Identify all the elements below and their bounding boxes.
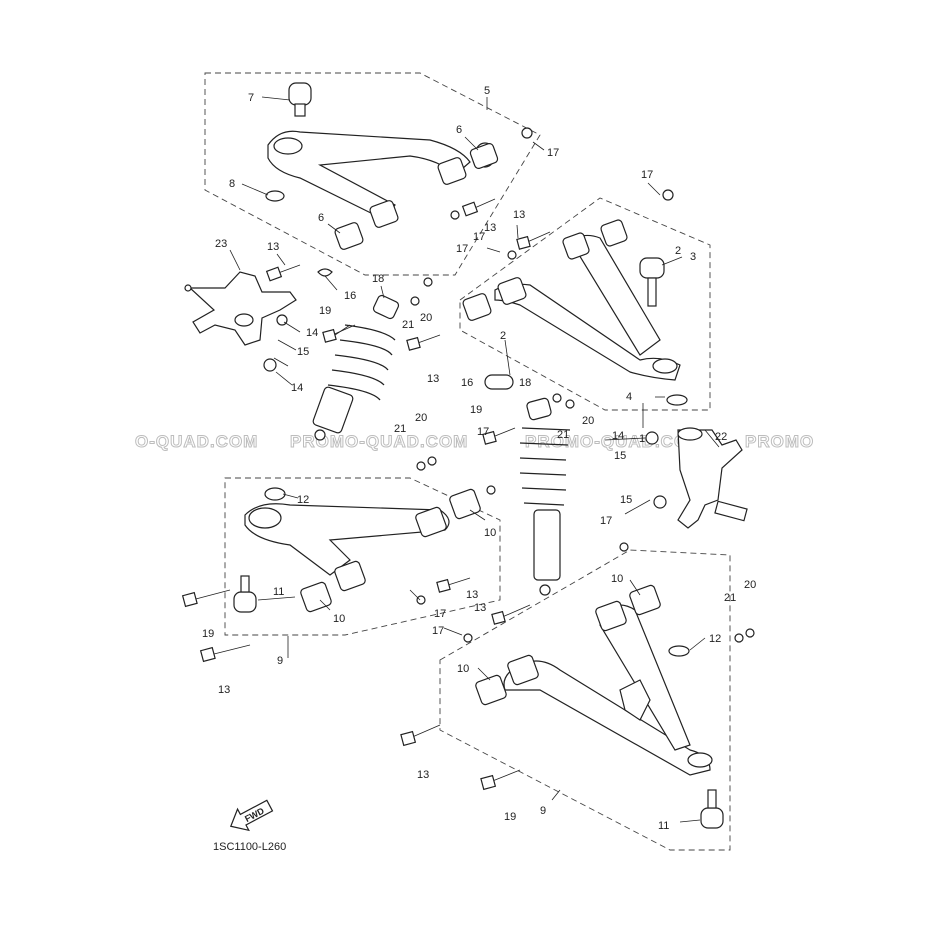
callout-20a: 20 [420, 312, 432, 324]
callout-21d: 21 [557, 429, 569, 441]
upper-left-bolts [265, 198, 496, 282]
upper-left-arm-outline [204, 72, 541, 276]
upper-left-a-arm [267, 127, 533, 250]
callout-21a: 21 [402, 319, 414, 331]
callout-12b: 12 [709, 633, 721, 645]
callout-17f: 17 [600, 515, 612, 527]
callout-15a: 15 [297, 346, 309, 358]
callout-2a: 2 [675, 245, 681, 257]
callout-13f: 13 [218, 684, 230, 696]
callout-10a: 10 [484, 527, 496, 539]
forward-arrow: FWD [229, 799, 274, 832]
drawing-code: 1SC1100-L260 [213, 841, 286, 853]
lower-left-ball-joint [233, 575, 257, 613]
callout-3: 3 [690, 251, 696, 263]
callout-numbers: 1 2 2 3 4 5 6 6 7 8 9 9 10 10 10 10 11 1… [202, 85, 756, 832]
upper-right-arm-outline [459, 197, 711, 411]
callout-15b: 15 [614, 450, 626, 462]
lower-left-a-arm [244, 485, 496, 613]
callout-13b: 13 [484, 222, 496, 234]
callout-10c: 10 [611, 573, 623, 585]
callout-22: 22 [715, 431, 727, 443]
lower-right-bolts [400, 724, 521, 791]
watermark-text-4: PROMO [745, 432, 814, 451]
callout-18b: 18 [519, 377, 531, 389]
callout-4: 4 [626, 391, 632, 403]
callout-15c: 15 [620, 494, 632, 506]
callout-16a: 16 [344, 290, 356, 302]
watermark-text-1: O-QUAD.COM [135, 432, 258, 451]
callout-13g: 13 [417, 769, 429, 781]
callout-6b: 6 [318, 212, 324, 224]
group-outlines [204, 72, 731, 851]
callout-17c: 17 [641, 169, 653, 181]
lower-right-a-arm [463, 542, 755, 776]
callout-11a: 11 [273, 586, 284, 598]
callout-20b: 20 [415, 412, 427, 424]
callout-14c: 14 [612, 430, 624, 442]
callout-14a: 14 [306, 327, 318, 339]
callout-2b: 2 [500, 330, 506, 342]
callout-19b: 19 [470, 404, 482, 416]
upper-ball-joint [265, 82, 312, 202]
callout-23: 23 [215, 238, 227, 250]
upper-right-ball-joint [639, 257, 688, 406]
lower-left-bolts [181, 231, 551, 663]
callout-14b: 14 [291, 382, 303, 394]
right-shock-absorber [484, 374, 575, 596]
callout-20d: 20 [582, 415, 594, 427]
lower-right-arm-outline [439, 549, 731, 851]
watermark-text-2: PROMO-QUAD.COM [290, 432, 468, 451]
callout-17e: 17 [477, 426, 489, 438]
callout-18a: 18 [372, 273, 384, 285]
callout-10b: 10 [333, 613, 345, 625]
callout-13h: 13 [474, 602, 486, 614]
callout-10d: 10 [457, 663, 469, 675]
left-steering-knuckle [184, 271, 297, 372]
right-steering-knuckle [645, 427, 748, 529]
callout-11b: 11 [658, 820, 669, 832]
callout-19e: 19 [504, 811, 516, 823]
callout-13e: 13 [466, 589, 478, 601]
callout-17d: 17 [473, 231, 485, 243]
callout-21c: 21 [724, 592, 736, 604]
callout-9b: 9 [540, 805, 546, 817]
callout-19c: 19 [202, 628, 214, 640]
callout-17b: 17 [456, 243, 468, 255]
callout-13d: 13 [427, 373, 439, 385]
callout-17g: 17 [434, 608, 446, 620]
left-shock-absorber [312, 277, 433, 441]
callout-1: 1 [639, 433, 645, 445]
callout-6a: 6 [456, 124, 462, 136]
callout-20c: 20 [744, 579, 756, 591]
callout-7: 7 [248, 92, 254, 104]
callout-13a: 13 [267, 241, 279, 253]
callout-19a: 19 [319, 305, 331, 317]
callout-9a: 9 [277, 655, 283, 667]
leader-lines [229, 96, 720, 823]
callout-16b: 16 [461, 377, 473, 389]
callout-5: 5 [484, 85, 490, 97]
lower-right-ball-joint [700, 789, 724, 829]
upper-right-a-arm [462, 189, 681, 381]
callout-13c: 13 [513, 209, 525, 221]
callout-17h: 17 [432, 625, 444, 637]
lower-left-arm-outline [224, 477, 501, 636]
callout-17a: 17 [547, 147, 559, 159]
callout-8: 8 [229, 178, 235, 190]
callout-12a: 12 [297, 494, 309, 506]
callout-21b: 21 [394, 423, 406, 435]
